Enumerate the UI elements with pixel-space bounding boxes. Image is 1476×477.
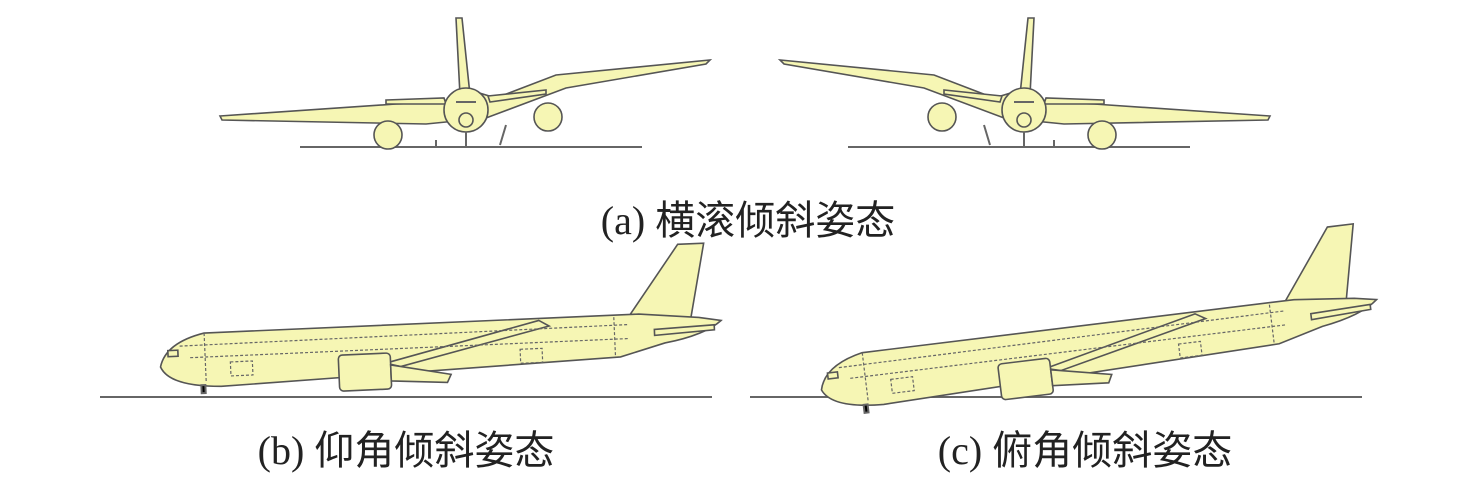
- caption-a: (a) 横滚倾斜姿态: [600, 198, 896, 243]
- pitch-up-aircraft: [155, 241, 725, 400]
- roll-attitude-right-aircraft: [779, 17, 1271, 150]
- caption-b: (b) 仰角倾斜姿态: [257, 428, 555, 473]
- roll-attitude-left-aircraft: [219, 17, 711, 150]
- pitch-down-aircraft: [808, 221, 1385, 423]
- caption-c: (c) 俯角倾斜姿态: [937, 428, 1233, 473]
